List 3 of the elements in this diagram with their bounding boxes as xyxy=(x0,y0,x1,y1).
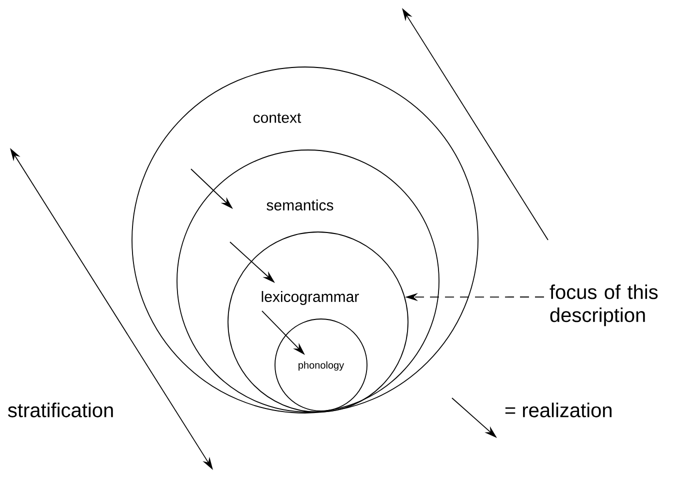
side-label: stratification xyxy=(8,402,113,418)
note-text: focus of this description xyxy=(550,284,658,326)
legend-text: = realization xyxy=(505,402,612,418)
